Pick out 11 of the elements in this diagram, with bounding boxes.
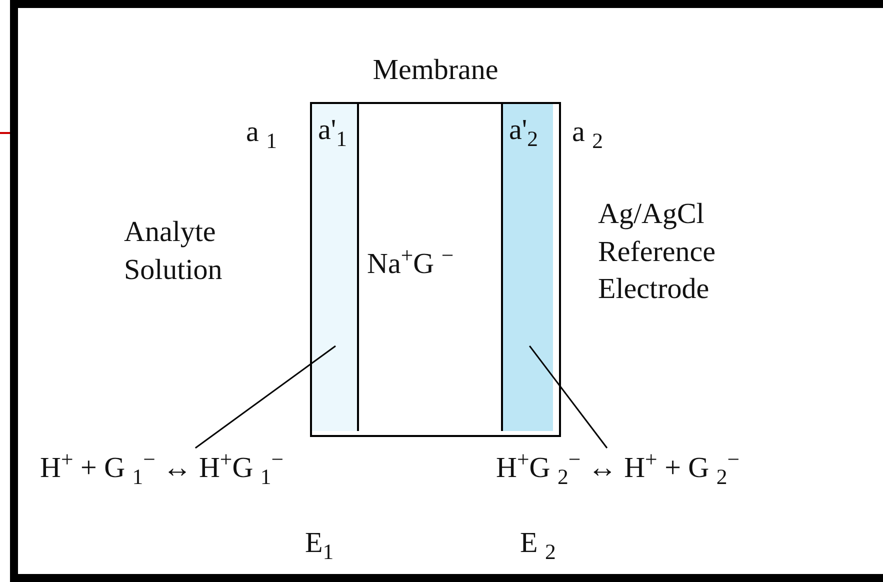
- potential-label: E$_{1}$: [305, 526, 334, 562]
- activity-label: a $_{2}$: [572, 115, 603, 150]
- hydrated-layer: a'$_{1}$: [312, 104, 359, 431]
- membrane-heading: Membrane: [372, 53, 500, 88]
- leader-line: [529, 346, 608, 448]
- solution-label: Analyte Solution: [124, 215, 224, 288]
- electrode-label: Ag/AgCl Reference Electrode: [598, 197, 717, 308]
- activity-label: a $_{1}$: [246, 115, 277, 150]
- hydrated-layer: a'$_{2}$: [501, 104, 553, 431]
- potential-label: E $_{2}$: [520, 526, 556, 562]
- leader-line: [194, 345, 336, 449]
